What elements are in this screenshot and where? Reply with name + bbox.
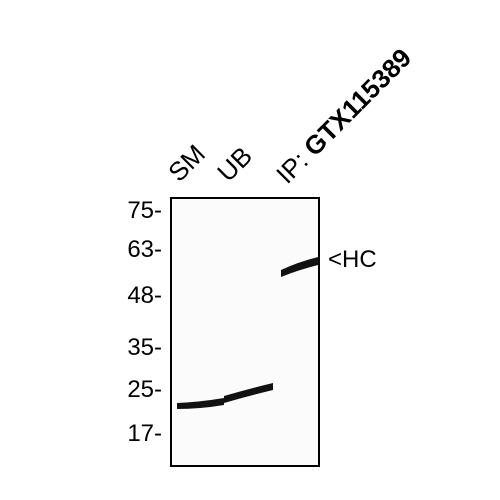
blot-panel	[170, 197, 320, 467]
band-sm	[177, 398, 224, 409]
ip-prefix: IP:	[270, 145, 314, 190]
lane-label-ip: IP: GTX115389	[270, 42, 418, 190]
marker-63: 63-	[127, 236, 162, 263]
marker-25: 25-	[127, 376, 162, 403]
marker-48: 48-	[127, 282, 162, 309]
lane-label-ub: UB	[211, 140, 258, 188]
marker-75: 75-	[127, 197, 162, 224]
band-hc	[281, 257, 318, 277]
blot-bands	[177, 257, 318, 409]
marker-35: 35-	[127, 334, 162, 361]
lane-label-sm: SM	[162, 138, 211, 188]
hc-annotation: <HC	[328, 246, 377, 273]
band-ub	[224, 383, 273, 403]
ip-antibody: GTX115389	[297, 42, 418, 162]
marker-17: 17-	[127, 420, 162, 447]
